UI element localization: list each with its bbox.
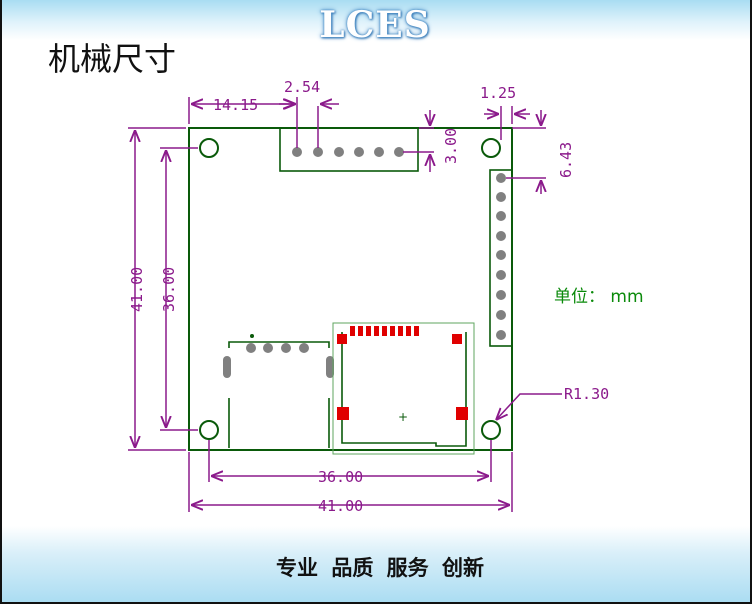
dim-14-15: 14.15 <box>213 96 258 114</box>
footer-slogan: 专业 品质 服务 创新 <box>276 556 484 580</box>
dim-36-00-vertical: 36.00 <box>160 267 178 312</box>
svg-text:+: + <box>398 410 408 424</box>
mounting-hole-top-left <box>199 138 219 158</box>
radius-label: R1.30 <box>564 385 609 403</box>
right-header-pins <box>496 173 506 340</box>
dim-36-00-horizontal: 36.00 <box>318 468 363 486</box>
sd-card-socket: + <box>332 322 475 455</box>
dim-3-00: 3.00 <box>442 128 460 164</box>
mounting-hole-bottom-left <box>199 420 219 440</box>
pcb-outline <box>188 127 513 451</box>
page-title: 机械尺寸 <box>48 40 177 78</box>
dim-1-25: 1.25 <box>480 84 516 102</box>
mounting-hole-top-right <box>481 138 501 158</box>
brand-logo: LCES <box>319 4 431 46</box>
unit-label: 单位： mm <box>554 287 644 307</box>
frame-border-bottom <box>0 602 752 604</box>
frame-border-right <box>750 0 752 604</box>
top-header-pins <box>292 147 404 157</box>
usb-connector <box>223 334 334 448</box>
footer-band <box>0 526 752 604</box>
frame-border-left <box>0 0 2 604</box>
right-pin-header <box>489 169 513 347</box>
dim-41-00-vertical: 41.00 <box>128 267 146 312</box>
mounting-hole-bottom-right <box>481 420 501 440</box>
dim-2-54: 2.54 <box>284 78 320 96</box>
dim-41-00-horizontal: 41.00 <box>318 497 363 515</box>
header-band <box>0 0 752 40</box>
top-pin-header <box>279 127 419 172</box>
dim-6-43: 6.43 <box>557 142 575 178</box>
